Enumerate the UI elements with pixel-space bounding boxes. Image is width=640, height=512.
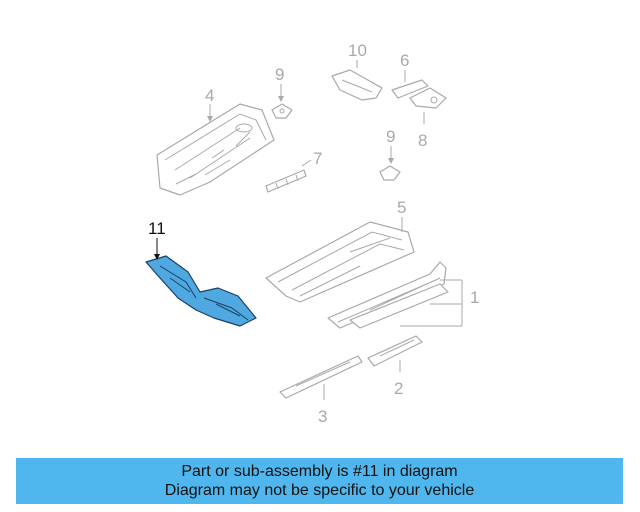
svg-text:4: 4: [205, 86, 214, 105]
callout-9-middle: 9: [386, 127, 395, 164]
callout-8: 8: [418, 112, 427, 150]
svg-text:2: 2: [394, 379, 403, 398]
part-8-bracket[interactable]: [409, 87, 447, 109]
svg-text:5: 5: [397, 198, 406, 217]
svg-text:8: 8: [418, 131, 427, 150]
info-banner: Part or sub-assembly is #11 in diagram D…: [16, 458, 623, 504]
part-4-floor-pan[interactable]: [156, 103, 275, 196]
part-1-sill[interactable]: [327, 261, 449, 329]
part-2-rail[interactable]: [367, 335, 423, 367]
svg-text:10: 10: [348, 41, 367, 60]
svg-text:9: 9: [275, 65, 284, 84]
svg-text:7: 7: [313, 149, 322, 168]
callout-10: 10: [348, 41, 367, 68]
banner-line-2: Diagram may not be specific to your vehi…: [164, 482, 475, 499]
part-3-strip[interactable]: [279, 355, 363, 399]
callout-11: 11: [148, 219, 166, 260]
part-7-strip[interactable]: [265, 169, 307, 193]
svg-text:9: 9: [386, 127, 395, 146]
part-5-floor-tunnel[interactable]: [265, 221, 415, 303]
callout-5: 5: [397, 198, 406, 232]
part-9-clip-middle[interactable]: [379, 165, 401, 181]
svg-text:11: 11: [148, 219, 166, 238]
callout-4: 4: [205, 86, 214, 122]
callout-9-top: 9: [275, 65, 284, 102]
svg-text:3: 3: [318, 407, 327, 426]
part-10-bracket[interactable]: [331, 69, 383, 101]
callout-3: 3: [318, 384, 327, 426]
callout-6: 6: [400, 51, 409, 82]
part-6-bracket[interactable]: [391, 79, 429, 99]
svg-text:6: 6: [400, 51, 409, 70]
parts-diagram: 4 9 10 6 8 9: [145, 41, 479, 426]
part-9-clip-top[interactable]: [271, 103, 293, 119]
callout-1: 1: [400, 279, 479, 327]
banner-line-1: Part or sub-assembly is #11 in diagram: [181, 463, 458, 480]
callout-2: 2: [394, 360, 403, 398]
part-11-highlighted-panel[interactable]: [145, 255, 257, 327]
svg-text:1: 1: [470, 288, 479, 307]
callout-7: 7: [301, 149, 322, 168]
